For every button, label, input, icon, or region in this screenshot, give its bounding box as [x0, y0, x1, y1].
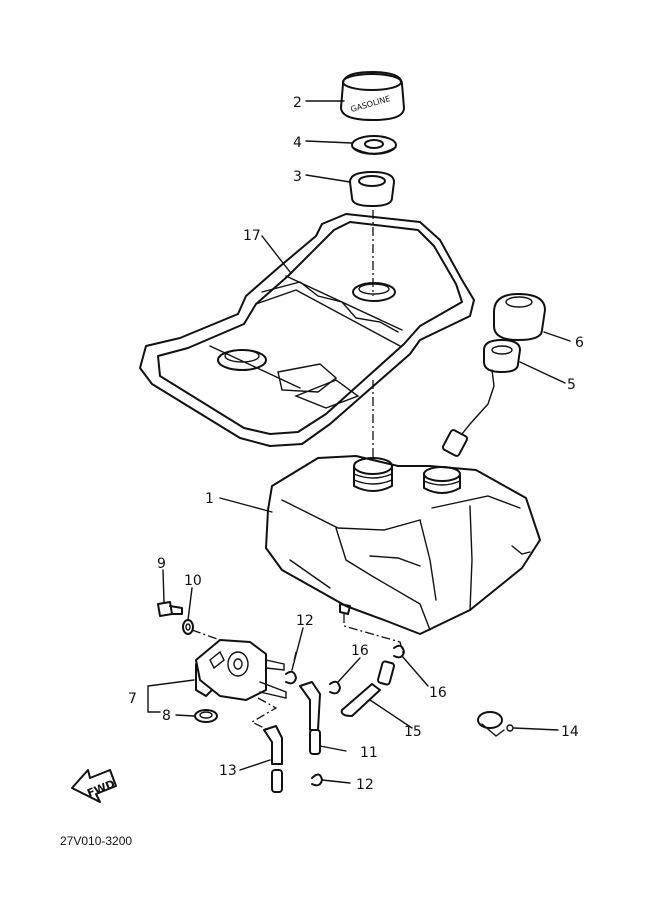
washer	[182, 619, 194, 635]
hose-clip-upper	[285, 670, 297, 685]
o-ring	[194, 709, 218, 723]
fwd-label: FWD	[85, 777, 117, 800]
callout-3: 3	[293, 169, 302, 185]
callout-12-upper: 12	[296, 613, 314, 629]
hose-clip-16b	[393, 644, 405, 659]
fuel-cap: GASOLINE	[340, 71, 405, 121]
callout-11: 11	[360, 745, 378, 761]
callout-15: 15	[404, 724, 422, 740]
sender-cap-cover	[493, 293, 546, 341]
callout-5: 5	[567, 377, 576, 393]
callout-4: 4	[293, 135, 302, 151]
tank-cover	[139, 213, 475, 447]
callout-1: 1	[205, 491, 214, 507]
diagram-code: 27V010-3200	[60, 834, 132, 848]
hose-11	[299, 681, 321, 755]
callout-16-right: 16	[429, 685, 447, 701]
callout-12-lower: 12	[356, 777, 374, 793]
callout-2: 2	[293, 95, 302, 111]
fuel-sender	[441, 339, 521, 457]
cap-brand-text: GASOLINE	[350, 94, 392, 114]
callout-16-left: 16	[351, 643, 369, 659]
cap-gasket	[351, 135, 397, 155]
callout-13: 13	[219, 763, 237, 779]
callout-17: 17	[243, 228, 261, 244]
callout-10: 10	[184, 573, 202, 589]
forward-arrow-icon: FWD	[71, 769, 117, 803]
hose-15	[340, 660, 395, 717]
hose-clamp	[477, 711, 514, 737]
leader-lines	[147, 100, 571, 784]
callout-7: 7	[128, 691, 137, 707]
filler-neck	[349, 171, 395, 207]
fuel-tank	[265, 455, 541, 635]
callout-14: 14	[561, 724, 579, 740]
callout-6: 6	[575, 335, 584, 351]
hose-clip-lower	[311, 773, 323, 787]
hose-clip-16a	[329, 680, 341, 695]
hose-13	[263, 725, 283, 793]
callout-9: 9	[157, 556, 166, 572]
fuel-cock	[195, 639, 287, 701]
petcock-bolt	[157, 601, 183, 617]
callout-8: 8	[162, 708, 171, 724]
